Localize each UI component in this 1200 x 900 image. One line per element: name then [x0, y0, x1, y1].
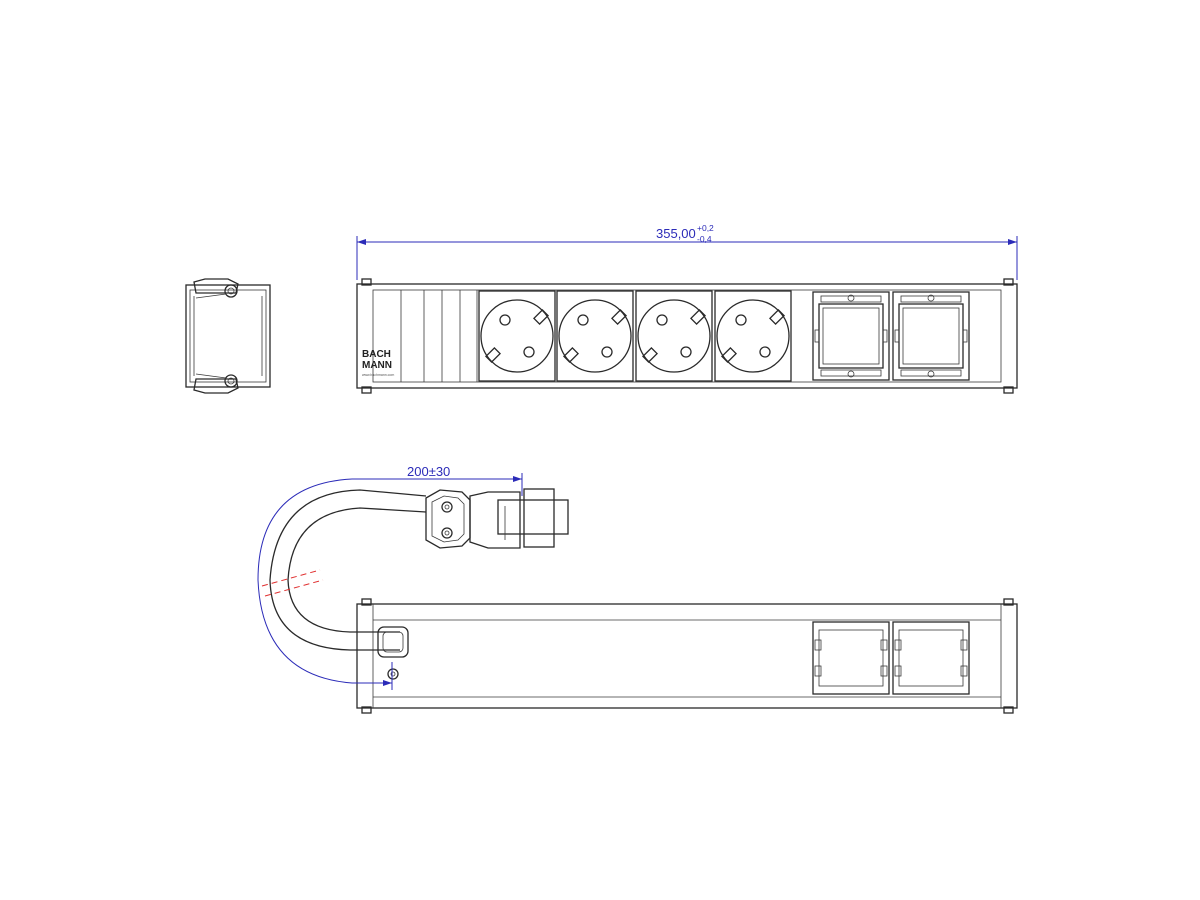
schuko-socket	[478, 290, 556, 382]
divider-panels	[400, 290, 478, 382]
top-view: 200±30	[257, 464, 1018, 714]
cable-dimension-label: 200±30	[407, 464, 450, 479]
length-dimension: 355,00 +0,2 -0,4	[356, 223, 1018, 280]
cable-dimension: 200±30	[257, 464, 523, 690]
length-value: 355,00	[656, 226, 696, 241]
length-tolerance-plus: +0,2	[697, 223, 714, 233]
logo-line-2: MANN	[362, 360, 392, 371]
logo-url: www.bachmann.com	[362, 373, 394, 377]
data-module-rear	[812, 621, 890, 695]
length-dimension-label: 355,00	[656, 226, 696, 241]
side-view	[185, 278, 271, 394]
schuko-socket	[635, 290, 713, 382]
front-view: 355,00 +0,2 -0,4 BACH MANN www.bachmann.…	[356, 223, 1018, 394]
gst-connector	[425, 488, 569, 549]
schuko-socket	[556, 290, 634, 382]
length-tolerance-minus: -0,4	[697, 234, 712, 244]
data-module	[892, 291, 970, 381]
bachmann-logo: BACH MANN www.bachmann.com	[362, 349, 394, 377]
data-module	[812, 291, 890, 381]
data-module-rear	[892, 621, 970, 695]
logo-line-1: BACH	[362, 349, 391, 360]
schuko-socket	[714, 290, 792, 382]
power-cable	[261, 489, 427, 651]
